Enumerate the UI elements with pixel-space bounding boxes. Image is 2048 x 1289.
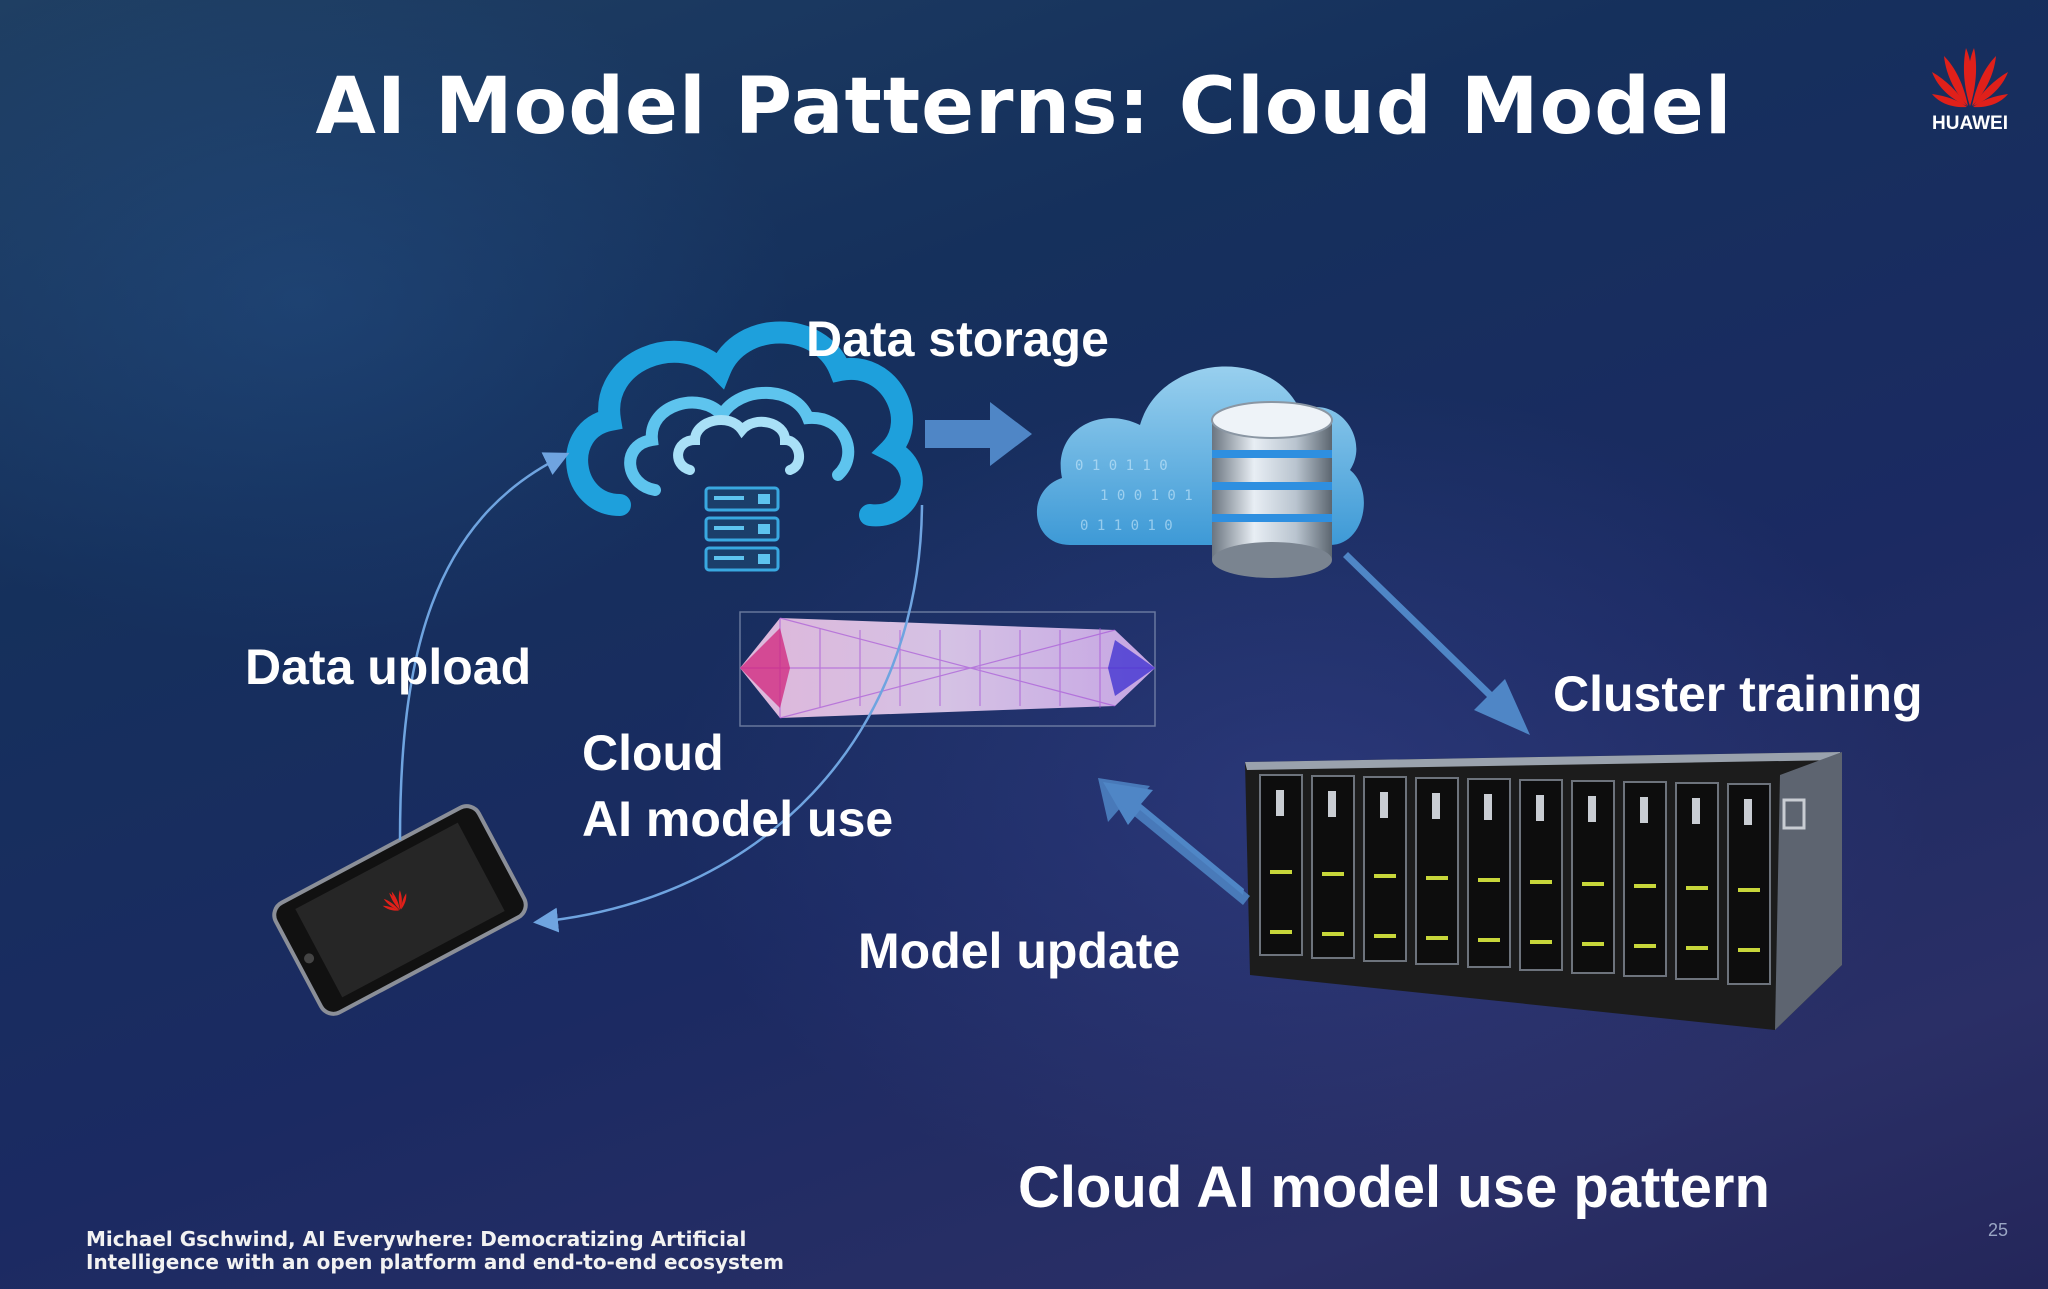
svg-text:0 1 0 1 1 0: 0 1 0 1 1 0 — [1075, 458, 1168, 474]
smartphone-icon — [272, 804, 528, 1016]
server-rack-icon — [1245, 752, 1842, 1030]
label-data-upload: Data upload — [245, 639, 532, 695]
label-cluster-training: Cluster training — [1553, 666, 1923, 722]
svg-text:0 1 1 0 1 0: 0 1 1 0 1 0 — [1080, 518, 1173, 534]
cloud-database-icon: 0 1 0 1 1 0 1 0 0 1 0 1 0 1 1 0 1 0 — [1036, 366, 1364, 578]
database-stack-icon — [1211, 401, 1333, 578]
storage-arrow — [925, 402, 1032, 466]
label-cloud: Cloud — [582, 725, 724, 781]
label-ai-model-use: AI model use — [582, 791, 894, 847]
data-upload-arrow — [398, 452, 570, 841]
label-data-storage: Data storage — [806, 311, 1109, 367]
logo-text: HUAWEI — [1932, 113, 2008, 134]
training-arrow — [1343, 552, 1530, 735]
citation-line-1: Michael Gschwind, AI Everywhere: Democra… — [86, 1227, 747, 1251]
neural-network-icon — [739, 611, 1156, 727]
cloud-server-icon — [566, 321, 923, 572]
slide-title: AI Model Patterns: Cloud Model — [315, 62, 1733, 152]
huawei-logo: HUAWEI — [1922, 40, 2018, 135]
svg-text:1 0 0 1 0 1: 1 0 0 1 0 1 — [1100, 488, 1193, 504]
citation-line-2: Intelligence with an open platform and e… — [86, 1250, 784, 1274]
label-model-update: Model update — [858, 923, 1181, 979]
page-number: 25 — [1988, 1220, 2009, 1240]
slide-subtitle: Cloud AI model use pattern — [1018, 1155, 1770, 1220]
citation: Michael Gschwind, AI Everywhere: Democra… — [86, 1228, 784, 1274]
model-use-arrow — [533, 504, 924, 933]
huawei-petals-icon — [1932, 48, 2008, 108]
